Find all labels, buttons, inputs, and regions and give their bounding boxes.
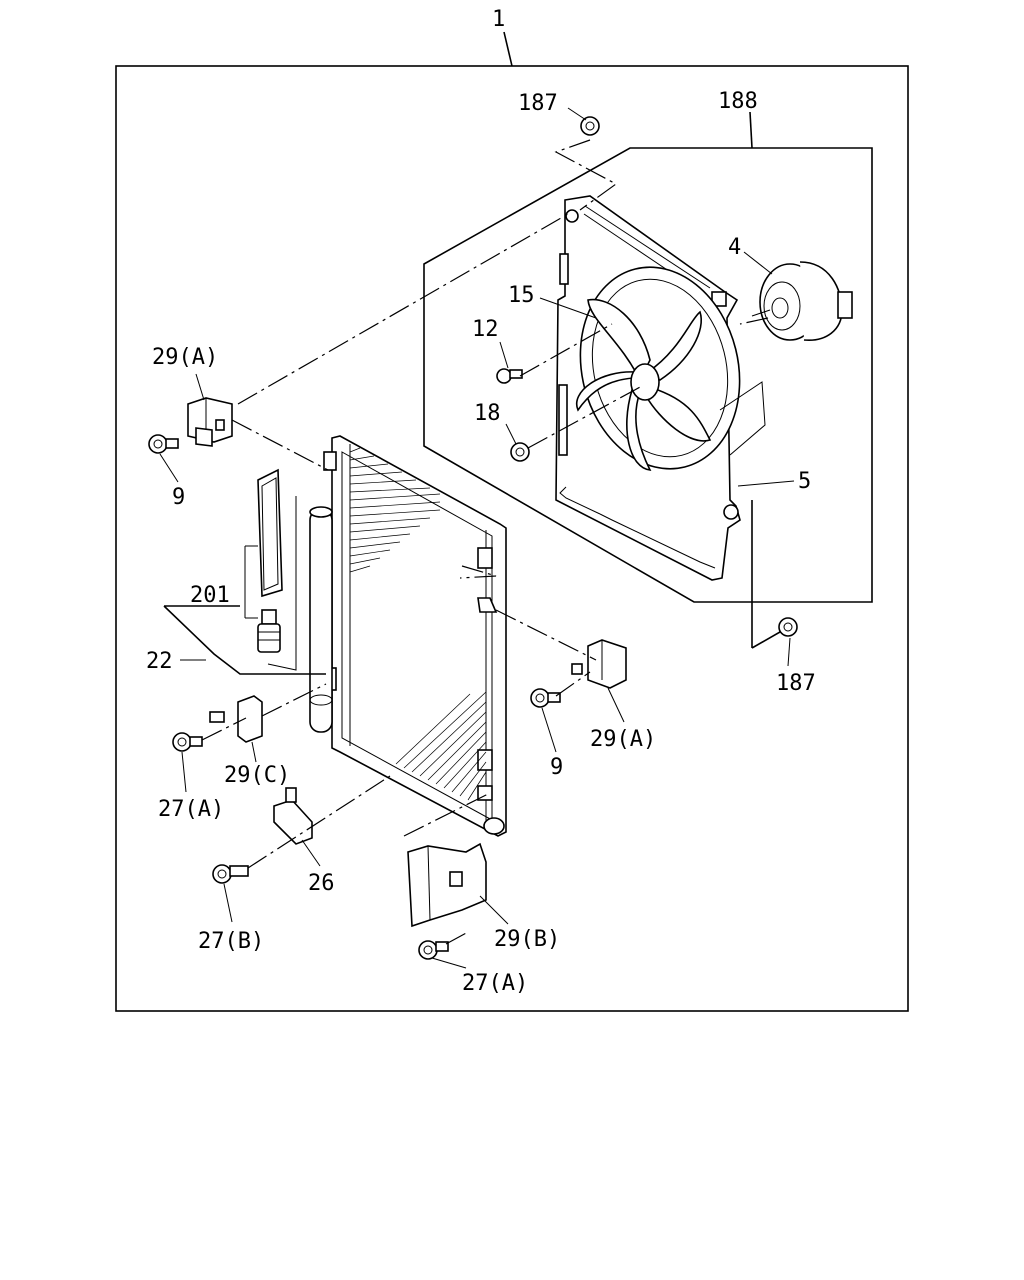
nut-187-upper: [580, 116, 600, 136]
condenser-core: [323, 435, 507, 837]
leader-lines: [159, 107, 795, 969]
bolt-9-upper: [148, 434, 179, 454]
callout-188: 188: [718, 89, 758, 114]
nut-18: [510, 442, 530, 462]
callout-29a-upper: 29(A): [152, 345, 218, 370]
callout-27a-left: 27(A): [158, 797, 224, 822]
group-22-outline: [163, 605, 326, 675]
callout-187-upper: 187: [518, 91, 558, 116]
bracket-29a-lower: [571, 639, 627, 689]
leader-1: [503, 31, 513, 67]
fan-motor: [751, 261, 853, 341]
callout-29a-lower: 29(A): [590, 727, 656, 752]
bolt-27a-left: [172, 732, 203, 752]
bolt-27b: [212, 864, 249, 884]
callout-187-lower: 187: [776, 671, 816, 696]
callout-5: 5: [798, 469, 811, 494]
callout-18: 18: [474, 401, 501, 426]
callout-201: 201: [190, 583, 230, 608]
callout-29c: 29(C): [224, 763, 290, 788]
nut-187-lower: [778, 617, 798, 637]
fan-blade: [575, 298, 712, 471]
bracket-29c: [209, 695, 263, 743]
callout-9-lower: 9: [550, 755, 563, 780]
callout-12: 12: [472, 317, 499, 342]
callout-26: 26: [308, 871, 335, 896]
group-188-outline: [423, 111, 873, 649]
callout-4: 4: [728, 235, 741, 260]
bracket-29b: [407, 842, 487, 928]
drier-group-bracket: [244, 496, 297, 671]
callout-9-upper: 9: [172, 485, 185, 510]
bolt-27a-bottom: [418, 940, 449, 960]
callout-15: 15: [508, 283, 535, 308]
bracket-29a-upper: [187, 397, 233, 447]
callout-29b: 29(B): [494, 927, 560, 952]
bolt-9-lower: [530, 688, 561, 708]
desiccant-bag: [257, 468, 283, 598]
screw-12: [496, 368, 523, 384]
alignment-lines: [201, 139, 769, 945]
callout-22: 22: [146, 649, 173, 674]
condenser-fins-lower: [395, 691, 487, 801]
filter-plug: [257, 609, 281, 653]
callout-27b: 27(B): [198, 929, 264, 954]
bracket-26: [273, 787, 313, 845]
callout-27a-bottom: 27(A): [462, 971, 528, 996]
receiver-drier: [309, 506, 333, 733]
condenser-fins-upper: [349, 447, 441, 573]
callout-1: 1: [492, 7, 505, 32]
